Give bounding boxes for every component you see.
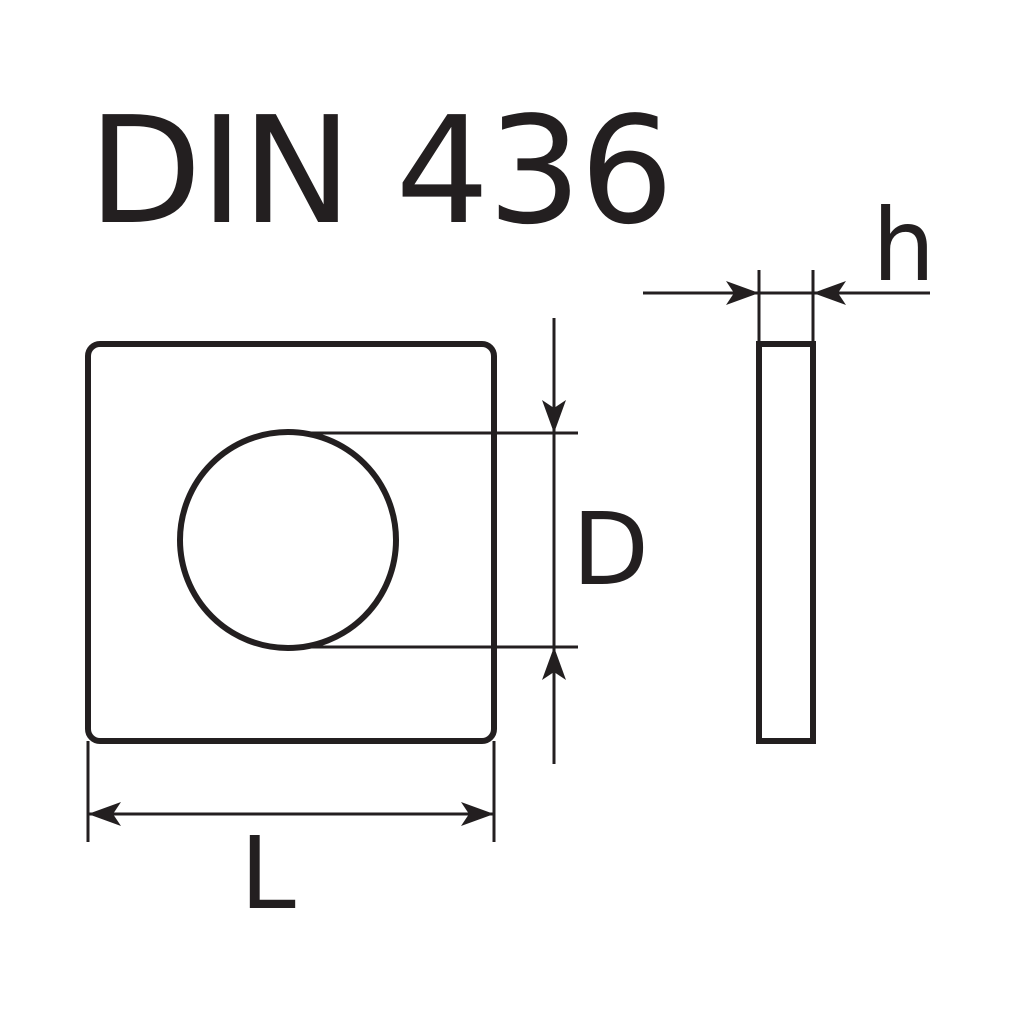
diameter-arrow-bottom <box>542 647 566 680</box>
thickness-arrow-left <box>726 281 759 305</box>
thickness-arrow-right <box>813 281 846 305</box>
thickness-label: h <box>872 187 935 304</box>
washer-front-view <box>85 341 497 744</box>
thickness-dimension <box>643 281 930 305</box>
standard-title: DIN 436 <box>88 85 672 257</box>
length-arrow-right <box>461 802 494 826</box>
washer-hole <box>177 429 399 651</box>
length-dimension <box>88 802 494 826</box>
washer-side-view <box>756 341 816 744</box>
diameter-label: D <box>572 491 649 608</box>
diameter-arrow-top <box>542 400 566 433</box>
diameter-dimension <box>542 318 566 764</box>
length-arrow-left <box>88 802 121 826</box>
length-label: L <box>240 815 296 932</box>
